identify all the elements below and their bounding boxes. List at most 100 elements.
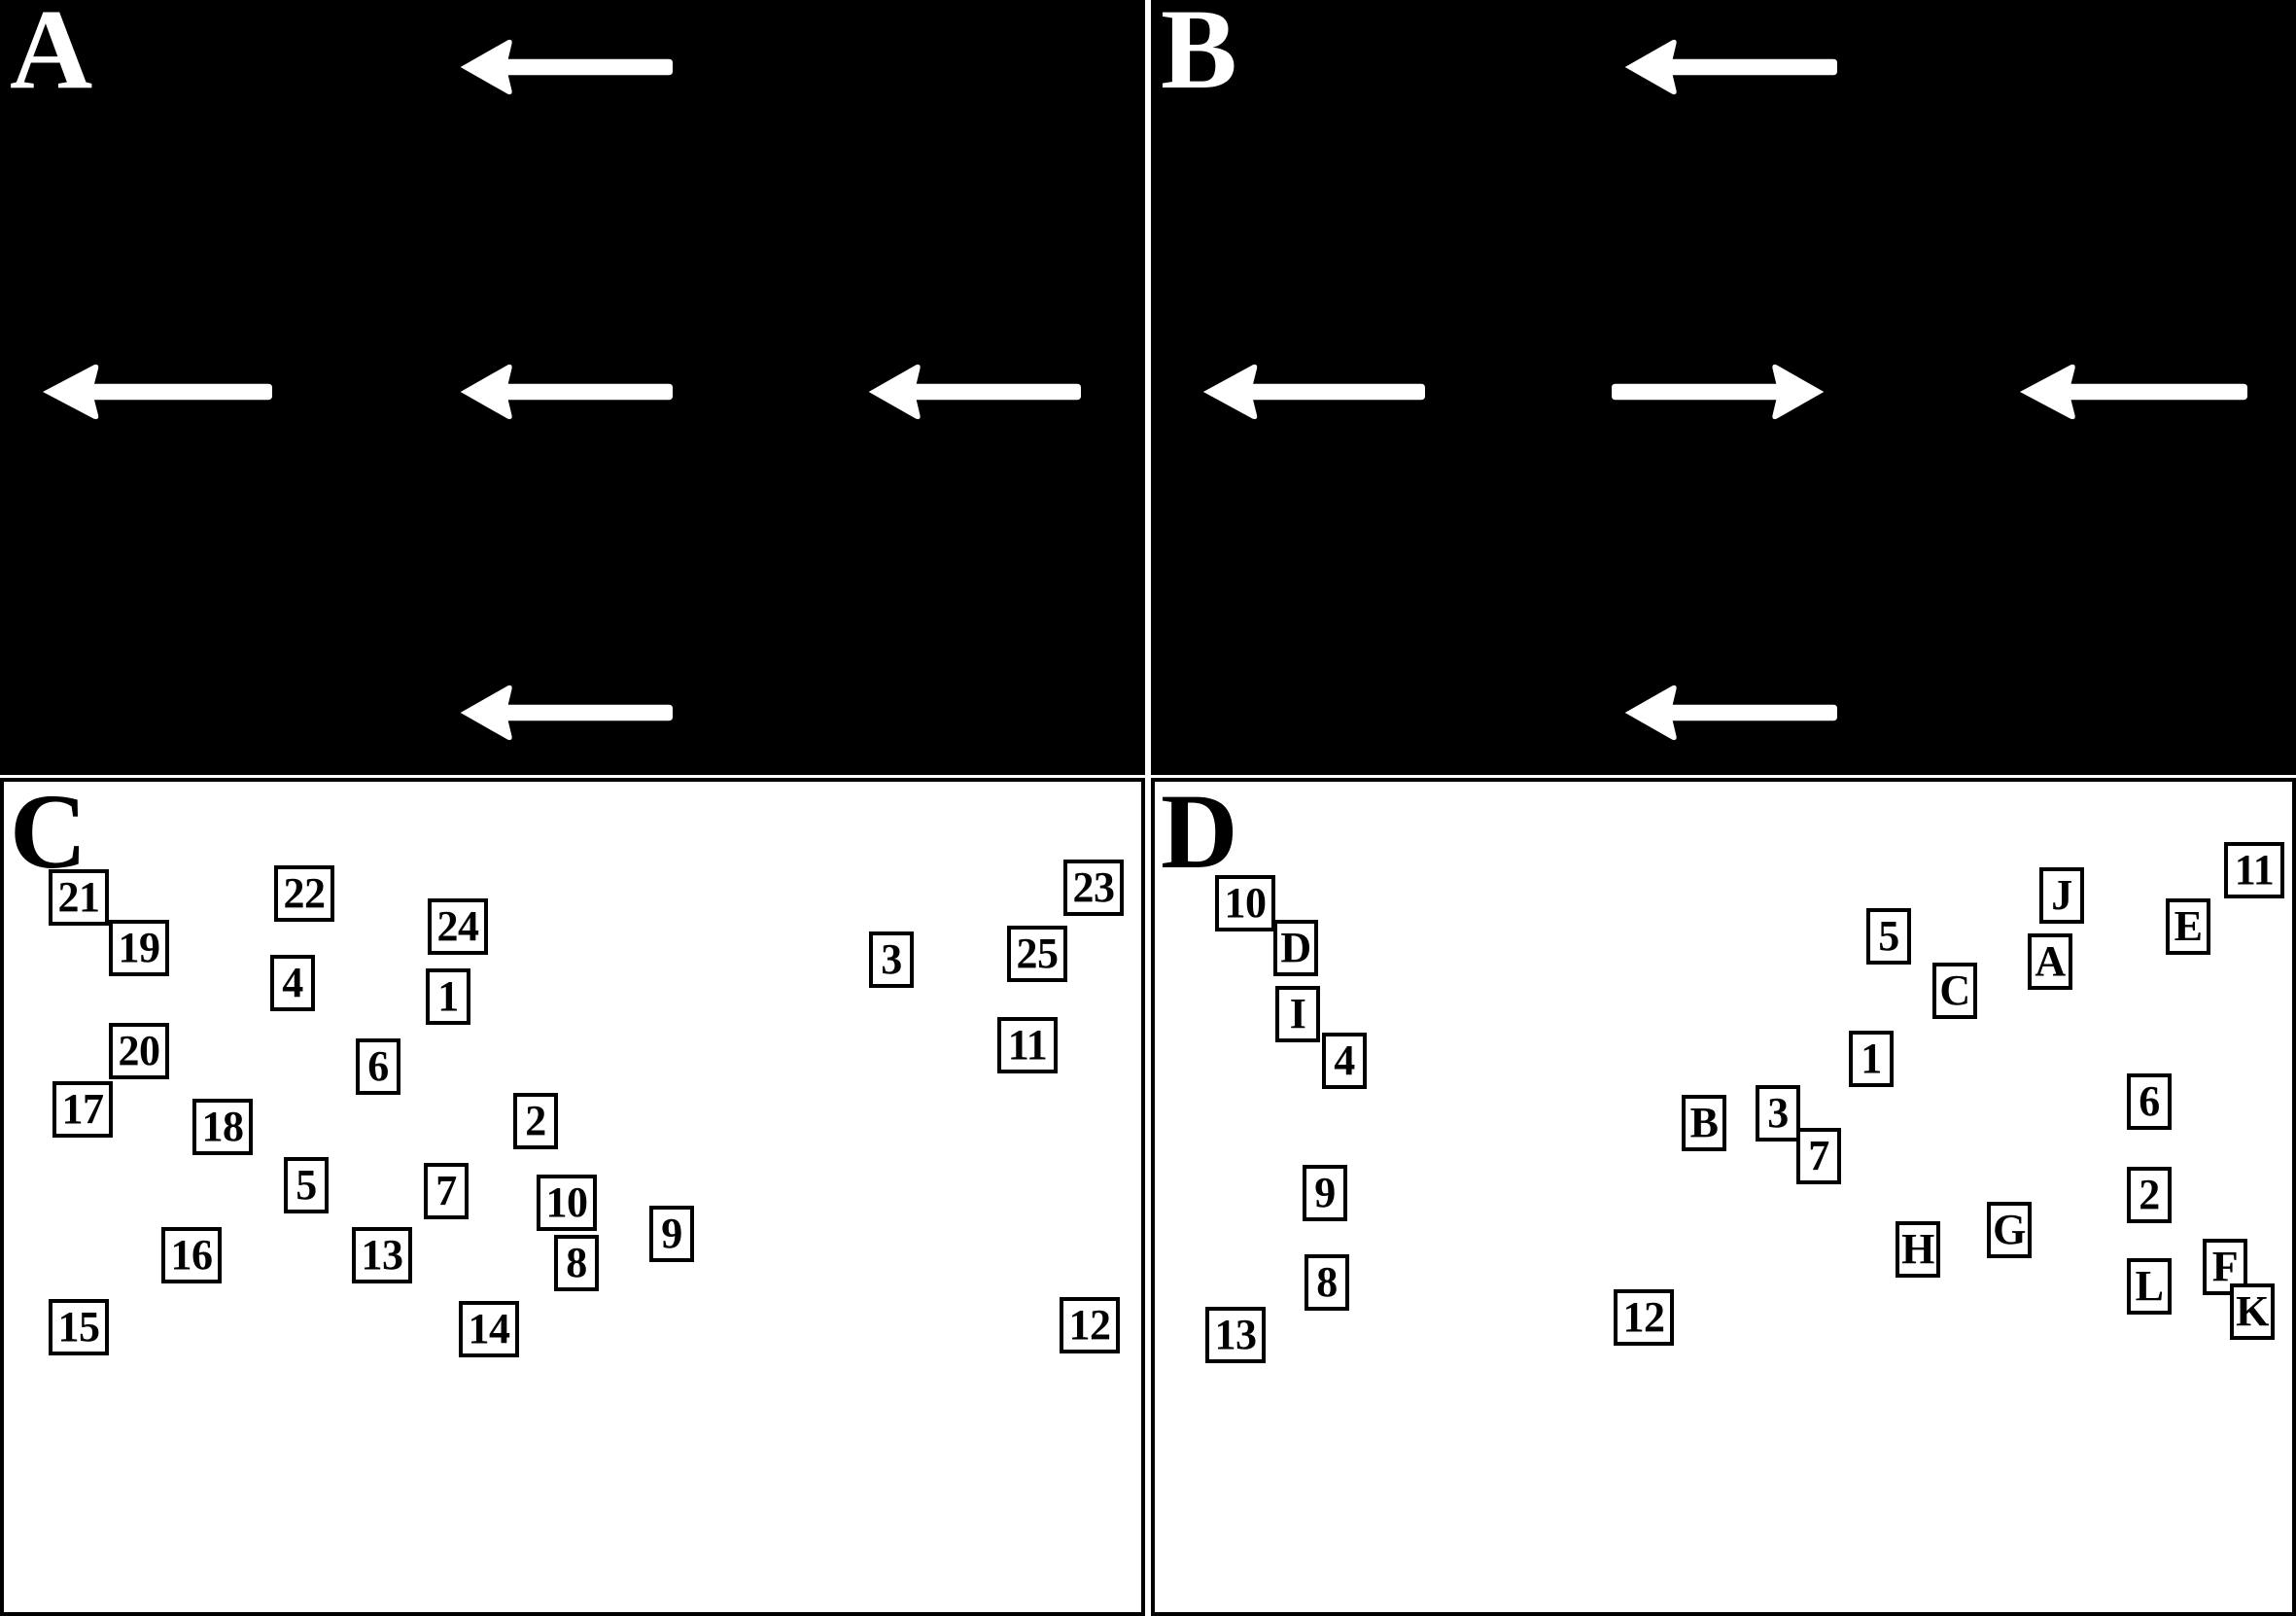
target-box[interactable]: D <box>1273 920 1318 976</box>
target-box[interactable]: B <box>1682 1095 1726 1151</box>
panel-c-label: C <box>10 778 87 891</box>
arrow-middle-center-right-icon <box>1612 362 1827 422</box>
arrow-middle-left-left-icon <box>1200 362 1425 422</box>
target-box-label: 19 <box>118 924 161 971</box>
target-box-label: D <box>1280 924 1311 971</box>
target-box[interactable]: G <box>1987 1202 2032 1258</box>
target-box-label: 6 <box>367 1042 389 1090</box>
target-box-label: 10 <box>545 1178 589 1226</box>
target-box[interactable]: 17 <box>52 1081 113 1138</box>
target-box[interactable]: 19 <box>109 920 169 976</box>
target-box-label: I <box>1289 990 1306 1037</box>
target-box[interactable]: F <box>2203 1239 2247 1295</box>
target-box[interactable]: 21 <box>49 869 109 926</box>
target-box[interactable]: K <box>2230 1283 2275 1340</box>
target-box-label: 14 <box>468 1305 511 1353</box>
target-box-label: 20 <box>118 1027 161 1074</box>
target-box[interactable]: 7 <box>1796 1128 1841 1184</box>
target-box-label: 7 <box>435 1167 457 1214</box>
target-box-label: 15 <box>57 1303 101 1351</box>
target-box-label: 12 <box>1622 1293 1666 1341</box>
target-box[interactable]: 9 <box>649 1206 694 1262</box>
target-box-label: 9 <box>661 1210 682 1257</box>
target-box[interactable]: 2 <box>2127 1167 2172 1223</box>
target-box[interactable]: 6 <box>356 1038 400 1095</box>
target-box[interactable]: 1 <box>1849 1031 1894 1087</box>
target-box[interactable]: 13 <box>1205 1307 1266 1363</box>
target-box[interactable]: 13 <box>352 1227 412 1283</box>
target-box[interactable]: 10 <box>537 1175 597 1231</box>
target-box[interactable]: 23 <box>1063 860 1124 916</box>
target-box[interactable]: 8 <box>554 1235 599 1291</box>
target-box[interactable]: 16 <box>161 1227 222 1283</box>
target-box[interactable]: 15 <box>49 1299 109 1355</box>
target-box[interactable]: 20 <box>109 1023 169 1079</box>
target-box-label: 22 <box>283 869 327 917</box>
target-box[interactable]: J <box>2039 867 2084 924</box>
target-box-label: 3 <box>1767 1089 1789 1137</box>
target-box[interactable]: 1 <box>426 968 470 1025</box>
target-box[interactable]: A <box>2028 933 2072 990</box>
target-box[interactable]: H <box>1896 1221 1940 1278</box>
target-box-label: J <box>2051 871 2072 919</box>
target-box-label: 9 <box>1314 1169 1336 1216</box>
target-box[interactable]: 6 <box>2127 1073 2172 1130</box>
target-box[interactable]: 18 <box>192 1099 253 1155</box>
target-box[interactable]: 11 <box>2224 842 2284 898</box>
target-box-label: 24 <box>436 902 480 950</box>
target-box[interactable]: 11 <box>997 1017 1058 1073</box>
target-box[interactable]: 14 <box>459 1301 519 1357</box>
target-box-label: 13 <box>361 1231 404 1279</box>
target-box[interactable]: I <box>1275 986 1320 1042</box>
panel-a-label: A <box>10 0 93 113</box>
target-box[interactable]: 4 <box>270 955 315 1011</box>
target-box[interactable]: 8 <box>1305 1254 1349 1311</box>
target-box[interactable]: 12 <box>1060 1297 1120 1353</box>
target-box-label: 23 <box>1072 863 1116 911</box>
arrow-middle-right-left-icon <box>865 362 1081 422</box>
target-box-label: 2 <box>525 1097 546 1144</box>
target-box-label: 4 <box>1334 1036 1355 1084</box>
target-box-label: 18 <box>201 1103 245 1150</box>
target-box[interactable]: 12 <box>1614 1289 1674 1346</box>
target-box[interactable]: C <box>1932 963 1977 1019</box>
target-box[interactable]: 24 <box>428 898 488 955</box>
target-box-label: 4 <box>282 959 303 1006</box>
target-box[interactable]: 3 <box>869 931 914 988</box>
target-box-label: L <box>2135 1262 2164 1310</box>
target-box-label: F <box>2211 1243 2239 1290</box>
target-box[interactable]: 10 <box>1215 875 1275 931</box>
target-box[interactable]: 4 <box>1322 1033 1367 1089</box>
arrow-middle-left-left-icon <box>39 362 272 422</box>
target-box[interactable]: 22 <box>274 865 334 922</box>
target-box-label: C <box>1939 966 1970 1014</box>
panel-b: B <box>1151 0 2296 775</box>
target-box-label: 13 <box>1214 1311 1258 1358</box>
target-box[interactable]: 9 <box>1303 1165 1347 1221</box>
target-box[interactable]: 2 <box>513 1093 558 1149</box>
target-box[interactable]: 5 <box>1866 908 1911 965</box>
target-box-label: H <box>1901 1225 1934 1273</box>
target-box-label: A <box>2035 937 2066 985</box>
target-box[interactable]: 3 <box>1756 1085 1800 1142</box>
target-box[interactable]: 25 <box>1007 926 1067 982</box>
target-box-label: 8 <box>1316 1258 1338 1306</box>
arrow-bottom-left-icon <box>1621 683 1837 743</box>
target-box[interactable]: E <box>2166 898 2210 955</box>
arrow-bottom-left-icon <box>457 683 673 743</box>
target-box[interactable]: 5 <box>284 1157 329 1213</box>
target-box-label: 17 <box>61 1085 105 1133</box>
target-box[interactable]: 7 <box>424 1163 469 1219</box>
panel-b-label: B <box>1161 0 1237 113</box>
target-box[interactable]: L <box>2127 1258 2172 1315</box>
target-box-label: 1 <box>1861 1035 1882 1082</box>
target-box-label: 3 <box>881 935 902 983</box>
target-box-label: 2 <box>2139 1171 2160 1218</box>
target-box-label: 8 <box>566 1239 587 1286</box>
arrow-middle-right-left-icon <box>2016 362 2247 422</box>
panel-d-label: D <box>1161 778 1238 891</box>
arrow-top-left-icon <box>457 37 673 97</box>
